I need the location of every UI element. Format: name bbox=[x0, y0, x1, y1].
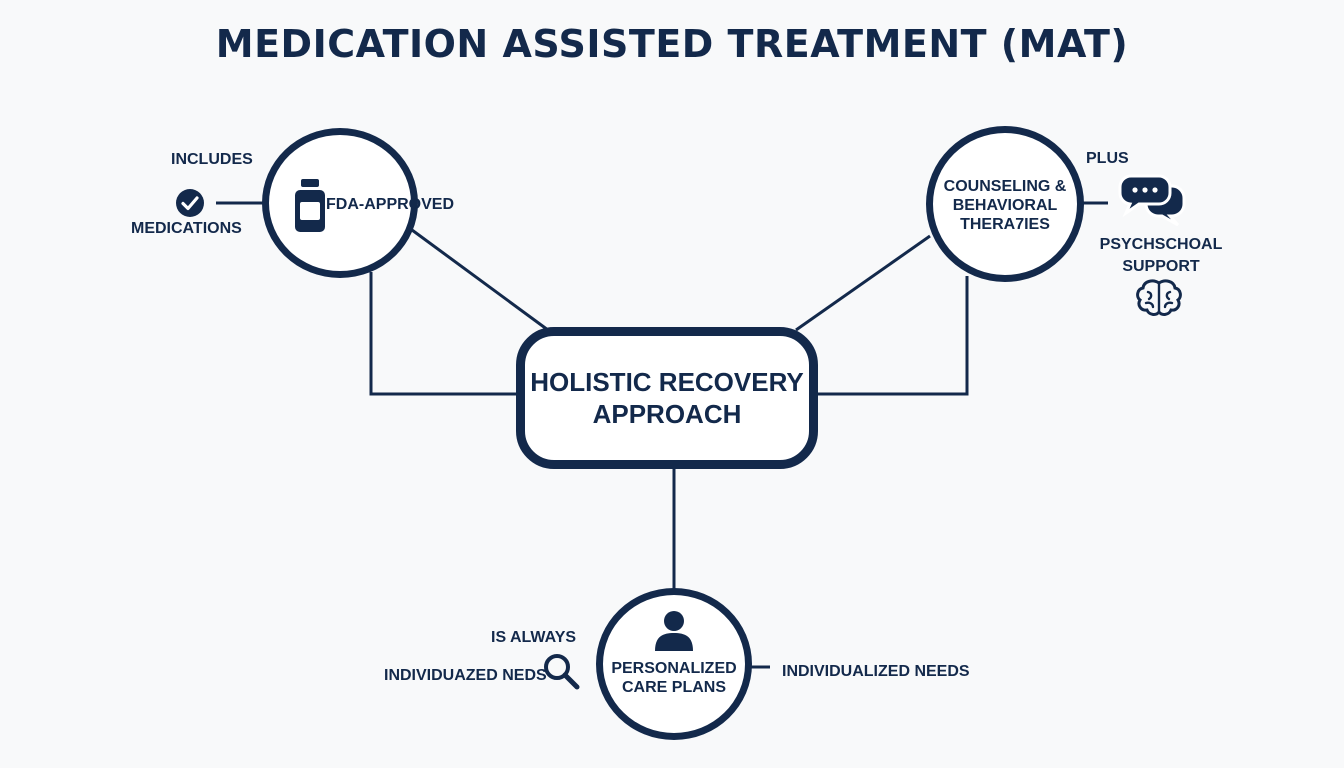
page-title: MEDICATION ASSISTED TREATMENT (MAT) bbox=[215, 22, 1129, 66]
counseling-label: COUNSELING & BEHAVIORAL THERA7IES bbox=[943, 178, 1067, 234]
psychsocial-label-line1: PSYCHSCHOAL bbox=[1099, 236, 1223, 253]
psychsocial-support-label: PSYCHSCHOAL SUPPORT bbox=[1096, 236, 1226, 275]
individualized-needs-left-label: INDIVIDUAZED NEDS bbox=[384, 667, 547, 684]
is-always-label: IS ALWAYS bbox=[491, 629, 577, 646]
brain-icon bbox=[1136, 279, 1182, 316]
connector-medications-elbow bbox=[369, 272, 516, 396]
chat-bubbles-icon bbox=[1118, 174, 1186, 226]
connector-medications-diagonal bbox=[411, 228, 549, 332]
care-plans-circle: PERSONALIZED CARE PLANS bbox=[596, 588, 752, 740]
fda-approved-label: FDA-APPROVED bbox=[326, 196, 455, 213]
magnifier-icon bbox=[544, 654, 580, 690]
includes-label: INCLUDES bbox=[171, 151, 253, 168]
pill-bottle-icon bbox=[295, 179, 325, 232]
connector-counseling-elbow bbox=[818, 276, 969, 396]
psychsocial-label-line2: SUPPORT bbox=[1122, 257, 1200, 275]
medications-label: MEDICATIONS bbox=[131, 220, 242, 237]
plus-label: PLUS bbox=[1086, 150, 1129, 167]
person-icon bbox=[655, 611, 693, 651]
hub-label-line1: HOLISTIC RECOVERY bbox=[530, 366, 804, 397]
care-plans-label: PERSONALIZED CARE PLANS bbox=[611, 660, 737, 697]
check-circle-icon bbox=[176, 189, 204, 217]
connector-counseling-diagonal bbox=[795, 234, 931, 332]
counseling-circle: COUNSELING & BEHAVIORAL THERA7IES bbox=[926, 126, 1084, 282]
holistic-recovery-hub: HOLISTIC RECOVERY APPROACH bbox=[516, 327, 818, 469]
medications-circle bbox=[262, 128, 418, 278]
hub-label-line2: APPROACH bbox=[592, 399, 742, 429]
individualized-needs-right-label: INDIVIDUALIZED NEEDS bbox=[782, 663, 970, 680]
